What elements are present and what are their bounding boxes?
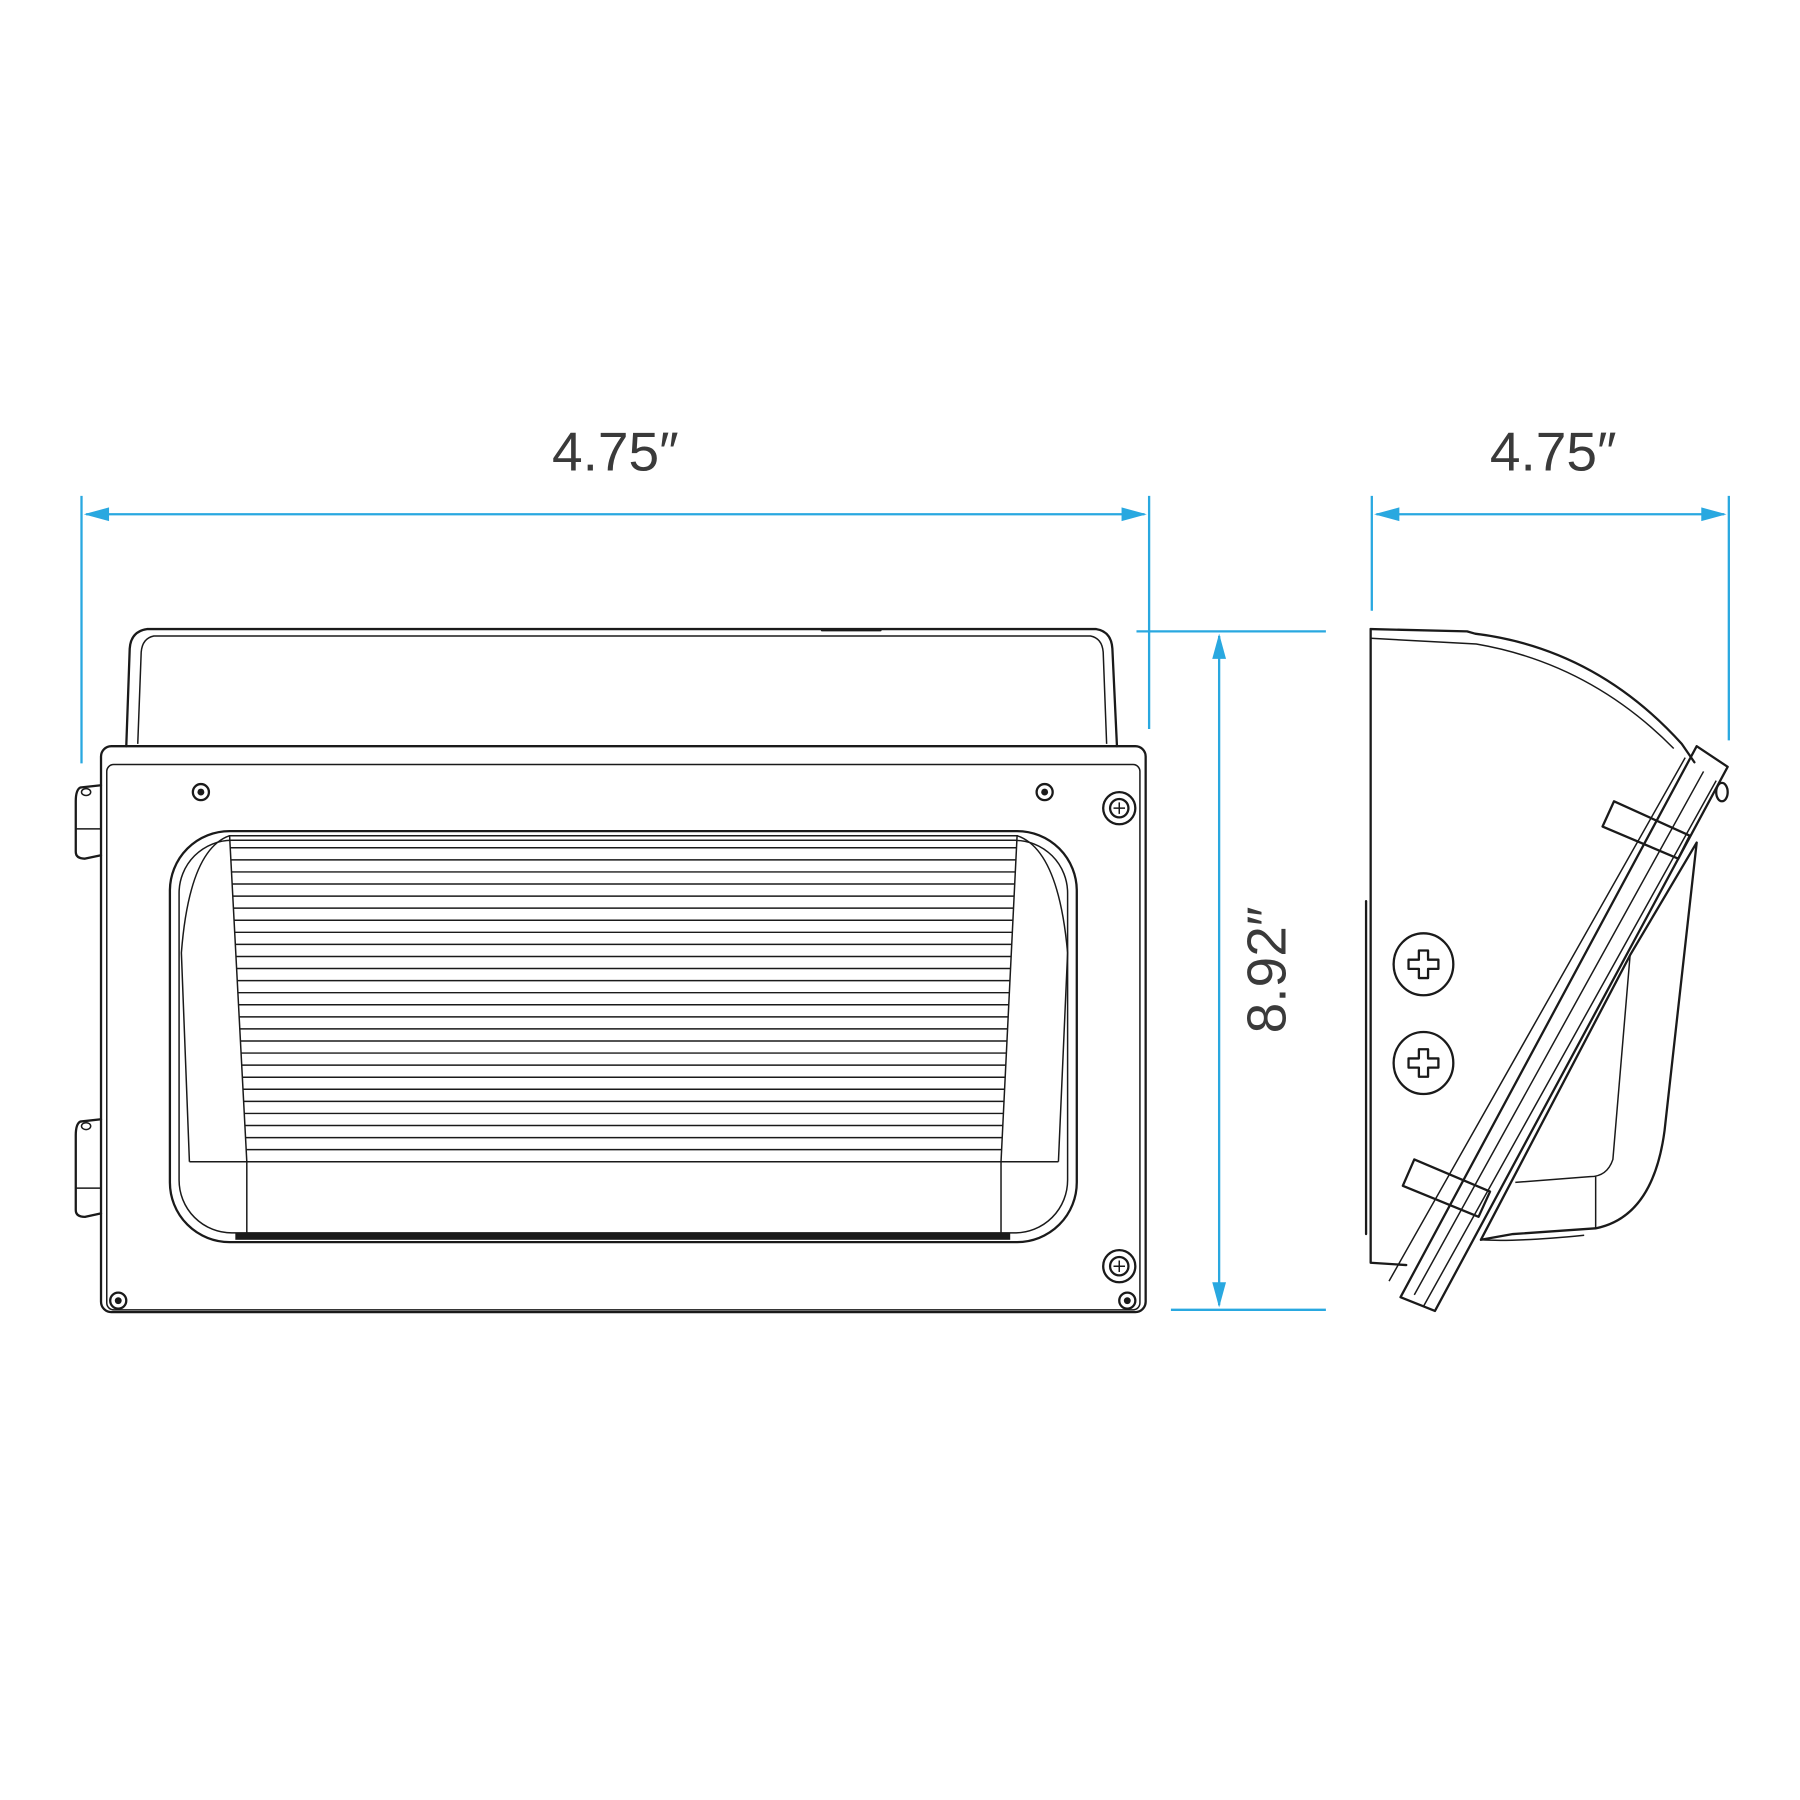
louver-group bbox=[230, 847, 1017, 1151]
mounting-flange bbox=[99, 745, 1147, 1314]
screw-icon bbox=[109, 1291, 128, 1310]
side-depth-label: 4.75″ bbox=[1490, 421, 1617, 483]
lens-bottom-strip bbox=[235, 1232, 1011, 1240]
front-width-dimension: 4.75″ bbox=[80, 421, 1151, 764]
knob-icon bbox=[1715, 781, 1729, 803]
screw-icon bbox=[191, 782, 211, 802]
side-depth-dimension: 4.75″ bbox=[1370, 421, 1730, 741]
screw-icon bbox=[1118, 1291, 1137, 1310]
back-plate bbox=[1369, 627, 1408, 1267]
phillips-screw-icon bbox=[1392, 932, 1455, 997]
hinge-icon bbox=[74, 1118, 103, 1218]
mounting-bracket bbox=[1399, 745, 1729, 1313]
front-view bbox=[74, 627, 1147, 1314]
height-label: 8.92″ bbox=[1236, 907, 1298, 1034]
hinge-icon bbox=[74, 784, 103, 860]
large-screw-icon bbox=[1102, 790, 1137, 826]
large-screw-icon bbox=[1102, 1248, 1137, 1284]
lamp-head bbox=[1479, 841, 1698, 1241]
front-width-label: 4.75″ bbox=[552, 421, 679, 483]
lens-window bbox=[168, 829, 1078, 1244]
screw-icon bbox=[1035, 782, 1054, 802]
top-housing bbox=[125, 627, 1119, 748]
side-view bbox=[1364, 627, 1729, 1313]
phillips-screw-icon bbox=[1392, 1030, 1455, 1096]
clamp bbox=[1601, 800, 1691, 860]
height-dimension: 8.92″ bbox=[1136, 630, 1326, 1311]
clamp bbox=[1401, 1158, 1492, 1218]
